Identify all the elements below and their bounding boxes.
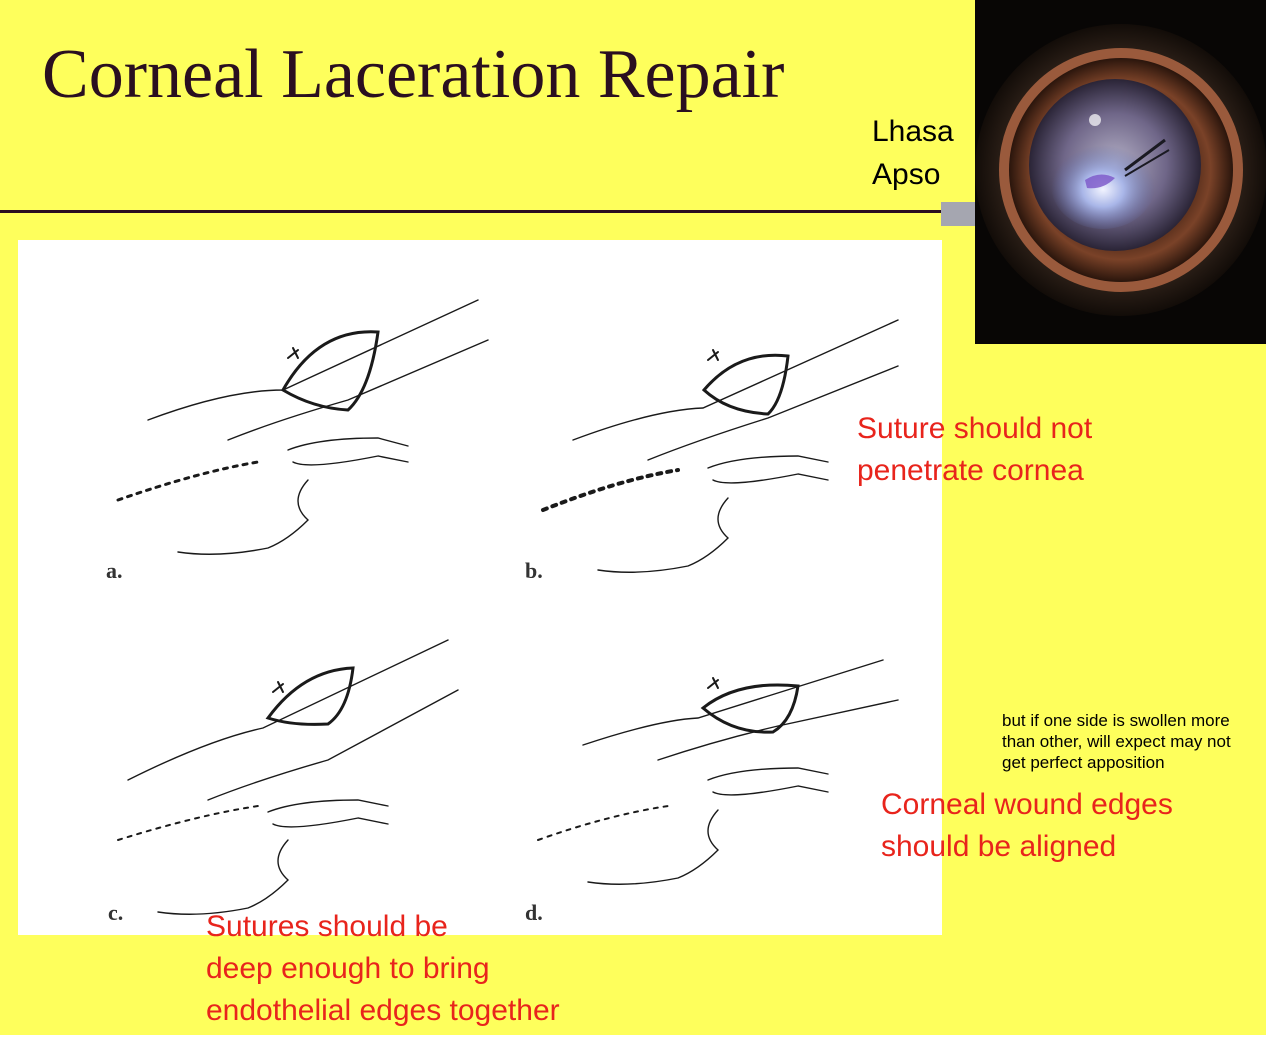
note-suture-not-penetrate: Suture should not penetrate cornea: [857, 412, 1093, 487]
suture-diagram: a. b. c. d.: [18, 240, 942, 935]
eye-illustration: [975, 0, 1266, 344]
panel-c-drawing: [117, 639, 459, 915]
note-swelling-apposition: but if one side is swollen more than oth…: [1002, 711, 1231, 772]
eye-photo: [975, 0, 1266, 344]
panel-d-drawing: [537, 659, 899, 885]
panel-label-c: c.: [108, 900, 124, 925]
panel-b-drawing: [541, 319, 899, 573]
title-underline: [0, 210, 980, 213]
panel-label-b: b.: [525, 558, 543, 583]
underline-accent: [941, 202, 977, 226]
slide-title: Corneal Laceration Repair: [42, 36, 785, 113]
panel-label-d: d.: [525, 900, 543, 925]
breed-label: Lhasa Apso: [872, 115, 954, 191]
panel-a-drawing: [116, 299, 489, 555]
panel-label-a: a.: [106, 558, 123, 583]
note-sutures-deep: Sutures should be deep enough to bring e…: [206, 910, 560, 1027]
suture-drawings: [116, 299, 899, 915]
note-edges-aligned: Corneal wound edges should be aligned: [881, 788, 1173, 863]
